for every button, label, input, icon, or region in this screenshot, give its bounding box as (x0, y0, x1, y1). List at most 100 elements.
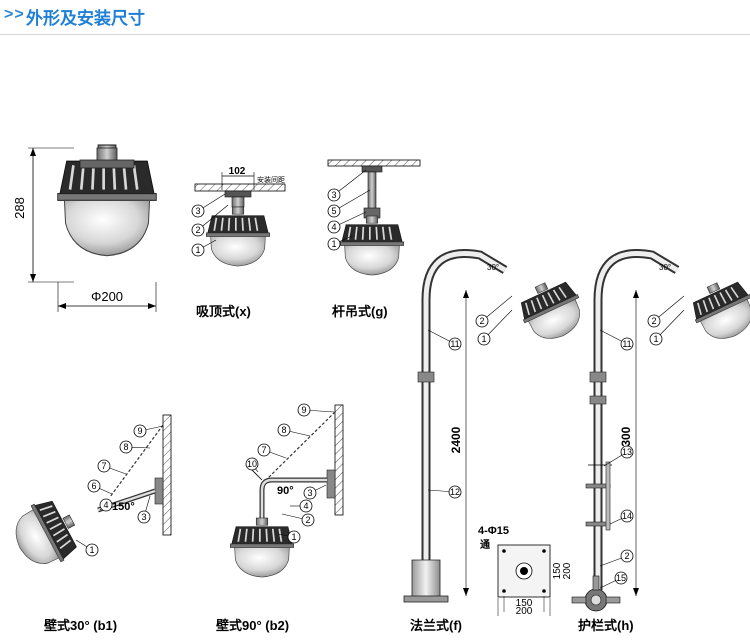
callout-leader (483, 309, 513, 340)
callout-number: 1 (331, 239, 336, 249)
callout-circle (257, 443, 271, 457)
section-title: 外形及安装尺寸 (26, 9, 145, 28)
callout-circle (327, 188, 341, 202)
caption-flange: 法兰式(f) (410, 618, 462, 633)
callout-number: 11 (622, 339, 631, 349)
callout-circle (649, 332, 663, 346)
pole-f-height: 2400 (449, 426, 463, 453)
callout-circle (287, 530, 301, 544)
callout-number: 9 (137, 426, 142, 436)
callout-leader (481, 295, 513, 322)
callout-number: 8 (123, 442, 128, 452)
flange-outer-w: 200 (516, 606, 533, 617)
pole-hang-view (327, 159, 421, 276)
flange-inner-h: 150 (552, 562, 563, 579)
caption-guardrail: 护栏式(h) (578, 618, 634, 633)
callout-circle (475, 314, 489, 328)
callout-number: 3 (195, 206, 200, 216)
angle-90: 90° (277, 485, 294, 497)
callout-circle (303, 486, 317, 500)
callout-circle (327, 220, 341, 234)
callout-number: 12 (450, 487, 460, 497)
callout-leader (197, 204, 229, 231)
callout-circle (301, 513, 315, 527)
callout-circle (620, 445, 634, 459)
callout-circle (327, 204, 341, 218)
callout-number: 14 (622, 511, 632, 521)
callout-circle (245, 457, 259, 471)
callout-number: 13 (622, 447, 632, 457)
callout-number: 7 (101, 461, 106, 471)
callout-circle (477, 332, 491, 346)
callout-circle (277, 423, 291, 437)
callout-number: 4 (103, 500, 108, 510)
angle-150: 150° (112, 501, 135, 513)
height-dimension: 288 (12, 197, 27, 219)
callout-leader (333, 189, 371, 212)
callout-circle (85, 543, 99, 557)
callout-number: 8 (281, 425, 286, 435)
callout-number: 1 (653, 334, 658, 344)
angle-30-f: 30° (487, 263, 499, 272)
callout-number: 2 (195, 225, 200, 235)
callout-number: 6 (91, 481, 96, 491)
callout-circle (87, 479, 101, 493)
caption-pole-hang: 杆吊式(g) (332, 304, 388, 319)
flange-outer-h: 200 (562, 562, 573, 579)
callout-number: 1 (89, 545, 94, 555)
callout-number: 9 (301, 405, 306, 415)
caption-wall-30: 壁式30° (b1) (44, 618, 117, 633)
flange-hole-spec: 4-Φ15 (478, 525, 509, 537)
wall-90-view: 90° (229, 404, 344, 578)
caption-wall-90: 壁式90° (b2) (216, 618, 289, 633)
callout-number: 7 (261, 445, 266, 455)
callout-number: 2 (305, 515, 310, 525)
callout-circle (620, 549, 634, 563)
flange-through: 通 (480, 539, 490, 551)
caption-ceiling: 吸顶式(x) (196, 304, 251, 319)
callout-number: 3 (307, 488, 312, 498)
ceiling-mount-view: 102 安装间距 (194, 166, 286, 267)
ceiling-width-dim: 102 (229, 166, 246, 177)
guardrail-view: 2300 30° (571, 249, 750, 612)
callout-number: 3 (331, 190, 336, 200)
ceiling-spacing-note: 安装间距 (257, 175, 285, 184)
callout-number: 2 (624, 551, 629, 561)
callout-number: 4 (331, 222, 336, 232)
callout-number: 1 (481, 334, 486, 344)
callout-circle (297, 403, 311, 417)
callout-number: 1 (291, 532, 296, 542)
callout-circle (97, 459, 111, 473)
callout-number: 4 (303, 501, 308, 511)
callout-number: 10 (247, 459, 257, 469)
callout-circle (191, 223, 205, 237)
callout-circle (448, 485, 462, 499)
callout-circle (119, 440, 133, 454)
callout-circle (614, 571, 628, 585)
callout-number: 11 (450, 339, 459, 349)
callout-number: 2 (651, 316, 656, 326)
callout-circle (99, 498, 113, 512)
callout-circle (137, 510, 151, 524)
callout-circle (448, 337, 462, 351)
callout-circle (620, 509, 634, 523)
callout-circle (133, 424, 147, 438)
header-arrows: >> (4, 6, 25, 23)
callout-circle (299, 499, 313, 513)
callout-circle (620, 337, 634, 351)
callout-circle (647, 314, 661, 328)
section-header: >> 外形及安装尺寸 (0, 0, 750, 36)
callout-number: 15 (616, 573, 626, 583)
callout-number: 3 (141, 512, 146, 522)
flange-inner-w: 150 (516, 598, 533, 609)
callout-number: 1 (195, 245, 200, 255)
callout-leader (653, 295, 685, 322)
callout-leader (333, 169, 367, 196)
callout-circle (191, 243, 205, 257)
callout-circle (191, 204, 205, 218)
header-divider (0, 34, 750, 35)
main-lamp-view: 288 Φ200 (12, 143, 158, 312)
callout-leader (655, 309, 685, 340)
diameter-dimension: Φ200 (91, 289, 123, 304)
